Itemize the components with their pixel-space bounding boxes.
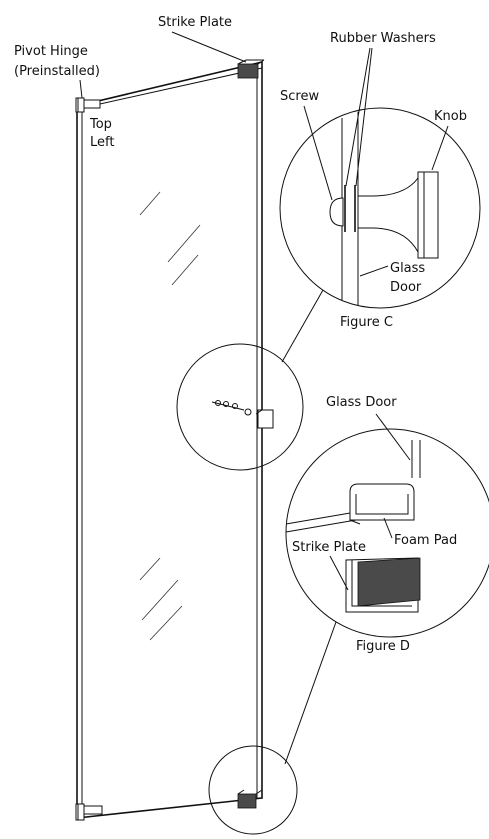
- figure-c-label: Figure C: [340, 315, 393, 330]
- figure-d-label: Figure D: [356, 639, 410, 654]
- glass-door-d-label: Glass Door: [326, 395, 397, 410]
- left-label: Left: [90, 135, 114, 150]
- glass-door-panel: [76, 60, 263, 819]
- screw-label: Screw: [280, 89, 319, 104]
- top-strike-plate: [237, 59, 265, 79]
- preinstalled-label: (Preinstalled): [14, 64, 100, 79]
- strike-plate-d-label: Strike Plate: [292, 540, 366, 555]
- figure-d-detail: [285, 428, 489, 638]
- strike-plate-label: Strike Plate: [158, 15, 232, 30]
- figure-c-detail: [279, 107, 481, 309]
- top-label: Top: [89, 117, 112, 132]
- foam-pad-label: Foam Pad: [394, 533, 457, 548]
- knob-label: Knob: [434, 109, 467, 124]
- door-c-label: Door: [390, 280, 422, 295]
- pivot-hinge-label: Pivot Hinge: [14, 44, 88, 59]
- knob-location-circle: [176, 343, 304, 471]
- bottom-pivot-hinge: [75, 803, 103, 821]
- glass-door-c-label: Glass: [390, 261, 425, 276]
- top-pivot-hinge: [75, 97, 101, 113]
- strike-location-circle: [208, 745, 298, 835]
- rubber-washers-label: Rubber Washers: [330, 31, 436, 46]
